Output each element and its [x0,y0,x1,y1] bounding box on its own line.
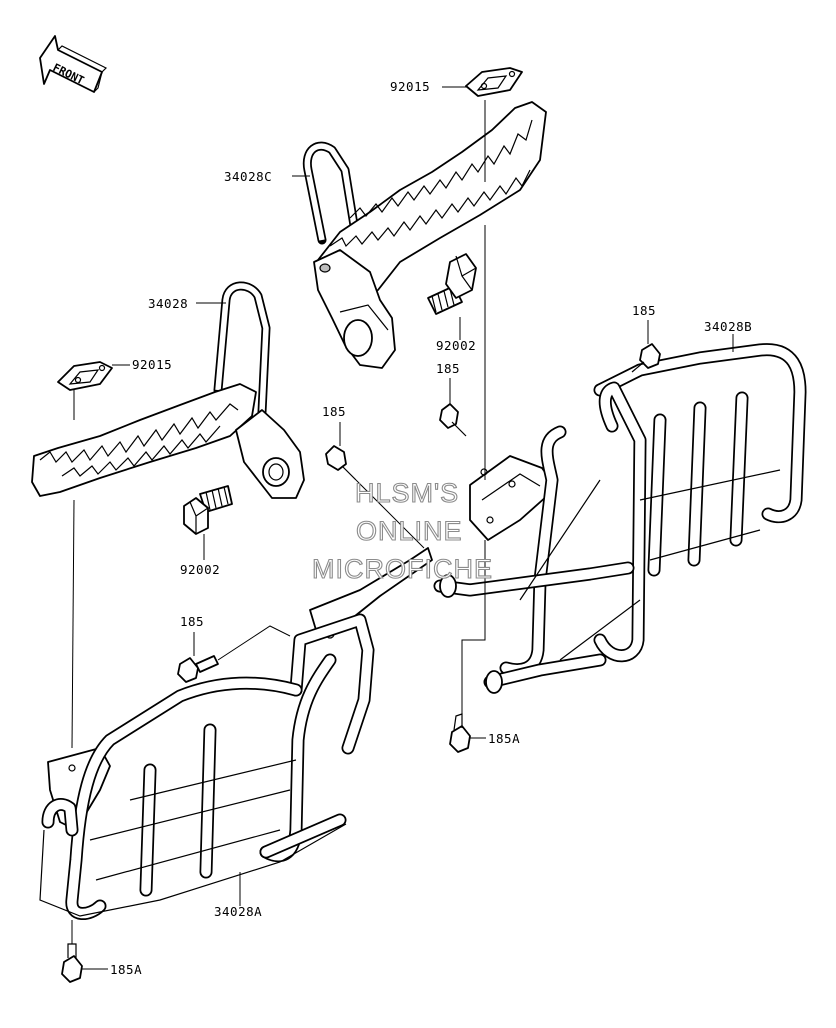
guard-34028B [433,343,807,694]
callout-185A-bottom: 185A [110,962,142,977]
callout-185-upper-mid: 185 [436,361,460,376]
screw-185A-right [449,713,471,753]
leader-lines [71,86,734,970]
callout-185-upper-right: 185 [632,303,656,318]
screw-185A-bottom [61,943,83,983]
callout-34028B: 34028B [704,319,752,334]
callout-185A-right: 185A [488,731,520,746]
callout-92015-left: 92015 [132,357,172,372]
watermark-line3: MICROFICHE [312,554,493,584]
footpeg-34028C [302,67,547,369]
callout-185-left: 185 [180,614,204,629]
callout-92002-left: 92002 [180,562,220,577]
callout-34028C: 34028C [224,169,272,184]
screw-185-upper-right [631,343,661,373]
screw-185-left [177,655,219,683]
callout-34028: 34028 [148,296,188,311]
screw-185-center [325,445,357,481]
callout-92015-top: 92015 [390,79,430,94]
callout-92002-top: 92002 [436,338,476,353]
guard-34028A [39,547,433,920]
bolt-92002-left [183,485,233,535]
watermark-line1: HLSM'S [355,478,459,508]
front-arrow-icon: FRONT [39,35,108,93]
watermark-line2: ONLINE [356,516,463,546]
footpeg-34028 [31,281,305,499]
callout-34028A: 34028A [214,904,262,919]
screw-185-upper-mid [439,403,467,437]
callout-185-center: 185 [322,404,346,419]
bolt-92002-upper [427,253,477,315]
callout-labels: 92015 34028C 34028 92015 92002 185 185 3… [110,79,752,977]
watermark: HLSM'S ONLINE MICROFICHE [311,477,493,584]
